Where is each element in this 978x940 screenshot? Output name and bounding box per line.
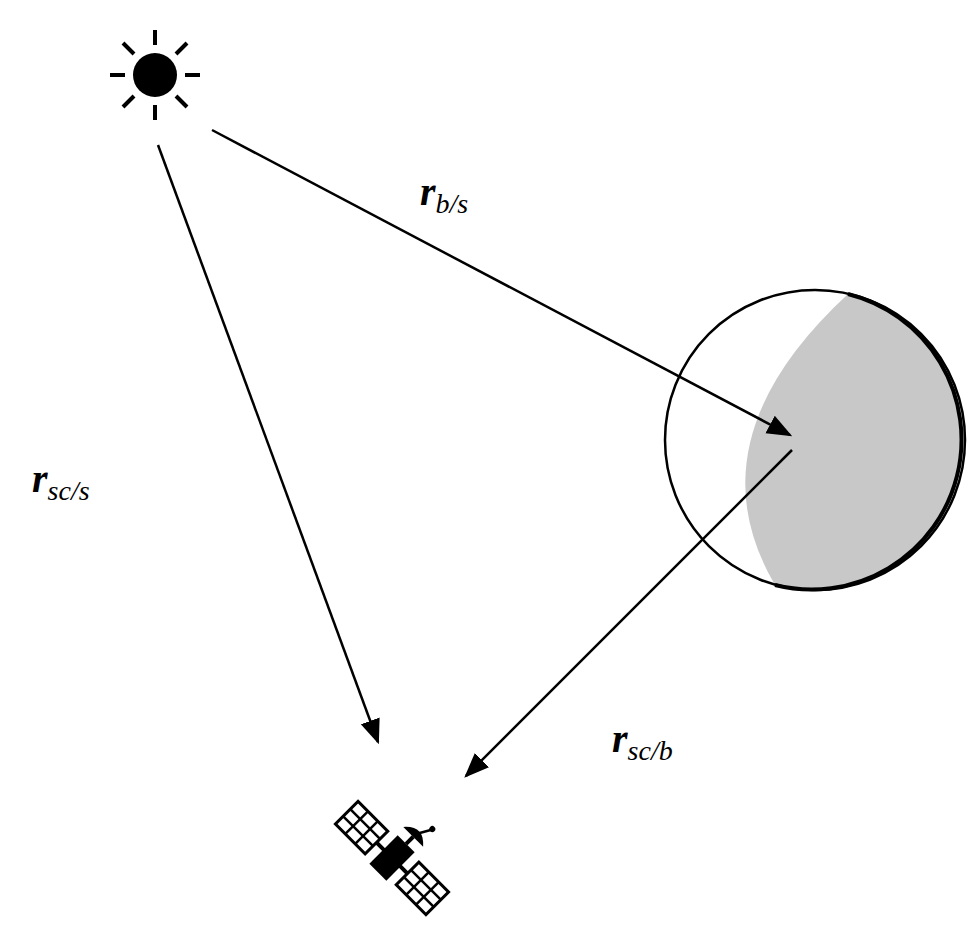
spacecraft-symbol [333,776,474,917]
sun-symbol [110,30,200,120]
vector-subscript: sc/b [628,735,673,766]
vector-subscript: sc/s [48,475,90,506]
vector-arrows [158,130,792,776]
vector-subscript: b/s [436,188,469,219]
planet-body [665,290,965,590]
vector-symbol: r [420,169,436,214]
vector-symbol: r [32,456,48,501]
vector-symbol: r [612,716,628,761]
vector-label: rb/s [420,168,468,220]
vector-label: rsc/b [612,715,673,767]
vector-label: rsc/s [32,455,90,507]
